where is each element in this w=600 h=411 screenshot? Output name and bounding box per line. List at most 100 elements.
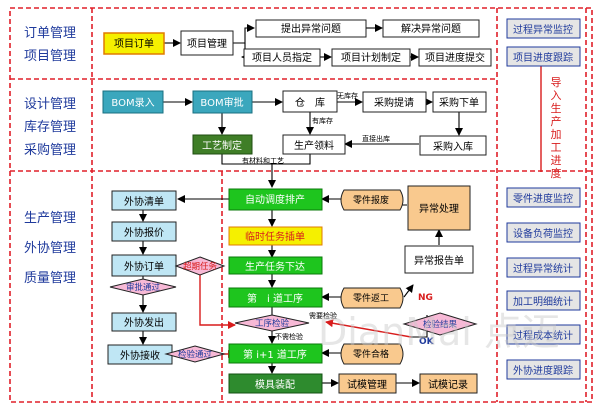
solve-issue-node[interactable]: 解决异常问题 (382, 19, 480, 38)
out-quote-node[interactable]: 外协报价 (111, 221, 177, 242)
watermark: DianMai 点迈 (318, 310, 560, 354)
right-item[interactable]: 过程成本统计 (506, 324, 581, 345)
purchase-order-node[interactable]: 采购下单 (432, 91, 487, 113)
order-section: 项目订单 项目管理 提出异常问题 解决异常问题 项目人员指定 项目计划制定 项目… (103, 19, 492, 67)
node-label: 采购入库 (433, 140, 473, 153)
mold-assembly-node[interactable]: 模具装配 (228, 373, 323, 394)
node-label: 模具装配 (255, 378, 295, 391)
ng-label: NG (418, 293, 433, 303)
trial-mgmt-node[interactable]: 试模管理 (338, 373, 397, 394)
no-stock-label: 无库存 (337, 91, 358, 100)
out-send-node[interactable]: 外协发出 (111, 312, 177, 332)
right-item-label: 项目进度跟踪 (513, 51, 573, 64)
right-item-label: 设备负荷监控 (513, 227, 573, 240)
right-item[interactable]: 外协进度跟踪 (506, 359, 581, 380)
node-label: 外协清单 (124, 195, 164, 208)
inspect-result-diamond[interactable]: 检验结果 (402, 312, 478, 336)
node-label: 外协订单 (124, 260, 164, 273)
warehouse-node[interactable]: 仓 库 (282, 90, 338, 113)
ok-label: OK (419, 337, 435, 347)
node-label: 异常处理 (419, 202, 459, 215)
left-title: 外协管理 (24, 241, 76, 256)
left-title: 质量管理 (24, 271, 76, 286)
node-label: 外协发出 (124, 316, 164, 329)
right-item[interactable]: 加工明细统计 (506, 290, 581, 311)
right-item[interactable]: 过程异常监控 (506, 18, 581, 39)
node-label: 项目人员指定 (252, 51, 312, 64)
inspect-pass-diamond[interactable]: 检验通过 (164, 345, 226, 363)
process-inspect-diamond[interactable]: 工序检验 (234, 314, 310, 332)
node-label: 项目计划制定 (341, 51, 401, 64)
right-item-label: 过程成本统计 (513, 329, 573, 342)
process-node[interactable]: 工艺制定 (192, 134, 253, 155)
production-section: 自动调度排产 临时任务插单 生产任务下达 第 i 道工序 工序检验 第 i+1 … (228, 185, 478, 394)
part-ok-node[interactable]: 零件合格 (340, 343, 404, 365)
temp-task-node[interactable]: 临时任务插单 (228, 226, 323, 246)
exceed-diamond[interactable]: 超期任务 (174, 256, 226, 276)
node-label: 外协报价 (124, 226, 164, 239)
node-label: BOM录入 (111, 97, 154, 109)
right-item-label: 过程异常统计 (513, 262, 573, 275)
need-inspect-label: 需要检验 (309, 311, 337, 320)
node-label: 零件报废 (353, 194, 389, 206)
node-label: 项目进度提交 (425, 51, 485, 64)
node-label: 异常报告单 (414, 254, 464, 267)
auto-schedule-node[interactable]: 自动调度排产 (228, 188, 323, 211)
node-label: 生产任务下达 (245, 260, 305, 273)
right-item[interactable]: 项目进度跟踪 (506, 46, 581, 67)
right-item[interactable]: 过程异常统计 (506, 257, 581, 278)
right-item-label: 过程异常监控 (513, 23, 573, 36)
node-label: 第 i 道工序 (247, 292, 303, 305)
design-section: BOM录入 BOM审批 仓 库 采购提请 采购下单 工艺制定 生产领料 采购入 (102, 90, 487, 156)
node-label: 外协接收 (120, 349, 160, 362)
audit-pass-diamond[interactable]: 审批通过 (109, 278, 177, 296)
trial-record-node[interactable]: 试模记录 (419, 373, 478, 394)
bom-input-node[interactable]: BOM录入 (102, 90, 164, 114)
right-item-label: 零件进度监控 (513, 192, 573, 205)
issue-task-node[interactable]: 生产任务下达 (228, 256, 323, 275)
pm-node[interactable]: 项目管理 (180, 30, 234, 56)
right-panel: 过程异常监控 项目进度跟踪 零件进度监控 设备负荷监控 过程异常统计 加工明细统… (506, 18, 581, 380)
node-label: 试模管理 (347, 378, 387, 391)
plan-node[interactable]: 项目计划制定 (331, 48, 411, 67)
out-order-node[interactable]: 外协订单 (111, 254, 177, 277)
node-label: 项目订单 (114, 38, 154, 50)
node-label: 提出异常问题 (281, 22, 341, 35)
edge-labels: 无库存 有库存 直接出库 有材料和工艺 需要检验 不需检验 NG OK (242, 91, 435, 347)
purchase-in-node[interactable]: 采购入库 (419, 135, 487, 156)
left-titles: 订单管理 项目管理 设计管理 库存管理 采购管理 生产管理 外协管理 质量管理 (24, 26, 76, 286)
node-label: 采购提请 (374, 96, 414, 109)
left-title: 采购管理 (24, 142, 76, 158)
vertical-text: 导入生产加工进度 (551, 76, 562, 180)
left-title: 设计管理 (24, 97, 76, 112)
node-label: 超期任务 (183, 261, 218, 272)
order-node[interactable]: 项目订单 (103, 32, 165, 55)
node-label: 生产领料 (294, 139, 334, 152)
production-pick-node[interactable]: 生产领料 (282, 134, 346, 155)
progress-submit-node[interactable]: 项目进度提交 (418, 48, 492, 67)
left-title: 生产管理 (24, 211, 76, 226)
process-i-node[interactable]: 第 i 道工序 (228, 287, 323, 308)
raise-issue-node[interactable]: 提出异常问题 (255, 19, 367, 38)
material-process-label: 有材料和工艺 (242, 156, 284, 165)
outsource-section: 外协清单 外协报价 外协订单 外协发出 外协接收 审批通过 超期任务 检验通过 (107, 190, 226, 365)
abnormal-handle-node[interactable]: 异常处理 (407, 185, 471, 231)
import-progress-vertical-text: 导入生产加工进度 (551, 76, 562, 180)
part-scrap-node[interactable]: 零件报废 (340, 189, 404, 211)
node-label: 仓 库 (295, 96, 325, 109)
right-item[interactable]: 零件进度监控 (506, 187, 581, 208)
part-rework-node[interactable]: 零件返工 (340, 287, 404, 309)
process-i1-node[interactable]: 第 i+1 道工序 (228, 343, 323, 364)
right-item[interactable]: 设备负荷监控 (506, 222, 581, 243)
node-label: 自动调度排产 (245, 193, 305, 206)
node-label: 临时任务插单 (245, 230, 305, 243)
left-title: 项目管理 (24, 49, 76, 64)
out-receive-node[interactable]: 外协接收 (107, 344, 173, 365)
out-list-node[interactable]: 外协清单 (111, 190, 177, 211)
bom-audit-node[interactable]: BOM审批 (192, 90, 253, 114)
staff-node[interactable]: 项目人员指定 (243, 48, 321, 67)
abnormal-report-node[interactable]: 异常报告单 (404, 245, 474, 274)
purchase-request-node[interactable]: 采购提请 (362, 91, 427, 113)
frame (9, 7, 593, 403)
